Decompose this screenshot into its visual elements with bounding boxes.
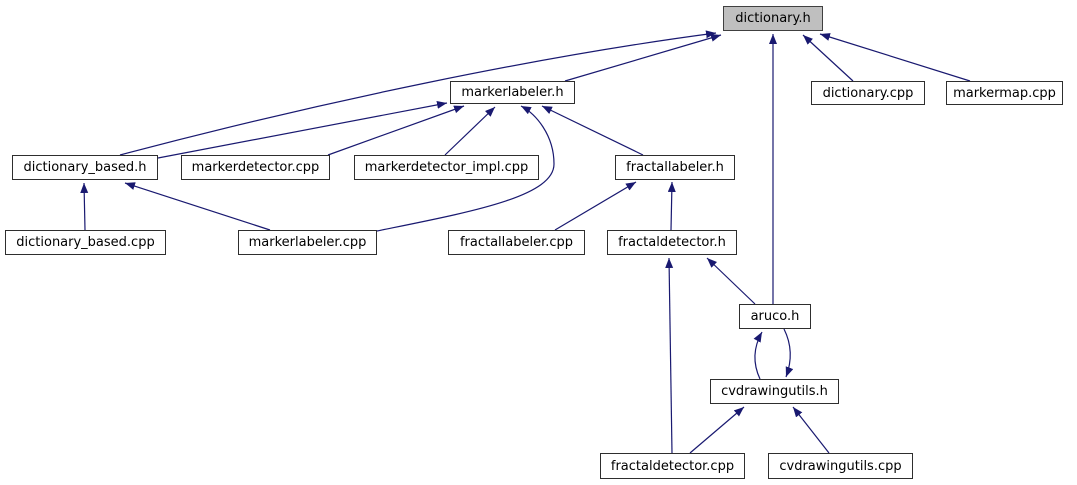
edge-fractallabeler-h-to-markerlabeler-h bbox=[541, 105, 644, 156]
edge-aruco-h-to-fractaldetector-h bbox=[706, 257, 756, 305]
edge-fractaldetector-cpp-to-cvdrawingutils-h bbox=[689, 406, 745, 454]
node-dictionary-h[interactable]: dictionary.h bbox=[723, 6, 823, 31]
node-cvdrawingutils-h[interactable]: cvdrawingutils.h bbox=[710, 379, 839, 404]
node-markerlabeler-h[interactable]: markerlabeler.h bbox=[450, 81, 575, 104]
edge-markermap-cpp-to-dictionary-h bbox=[819, 33, 971, 82]
node-dictionary-based-cpp[interactable]: dictionary_based.cpp bbox=[5, 230, 166, 255]
node-fractaldetector-cpp[interactable]: fractaldetector.cpp bbox=[600, 453, 745, 479]
edge-markerdetector-impl-cpp-to-markerlabeler-h bbox=[444, 106, 496, 156]
node-dictionary-cpp[interactable]: dictionary.cpp bbox=[811, 81, 925, 105]
edge-dictionary-cpp-to-dictionary-h bbox=[802, 34, 854, 82]
edge-fractaldetector-cpp-to-fractaldetector-h bbox=[665, 257, 674, 454]
edge-aruco-h-to-cvdrawingutils-h bbox=[783, 328, 794, 378]
node-aruco-h[interactable]: aruco.h bbox=[739, 304, 811, 329]
node-markermap-cpp[interactable]: markermap.cpp bbox=[946, 81, 1063, 105]
edge-dictionary-based-h-to-markerlabeler-h bbox=[157, 100, 448, 159]
edge-markerdetector-cpp-to-markerlabeler-h bbox=[327, 105, 465, 156]
node-markerlabeler-cpp[interactable]: markerlabeler.cpp bbox=[238, 230, 377, 255]
edge-cvdrawingutils-cpp-to-cvdrawingutils-h bbox=[792, 406, 830, 454]
node-fractaldetector-h[interactable]: fractaldetector.h bbox=[607, 230, 737, 255]
node-cvdrawingutils-cpp[interactable]: cvdrawingutils.cpp bbox=[768, 453, 913, 479]
edge-cvdrawingutils-h-to-aruco-h bbox=[753, 331, 763, 380]
edge-fractallabeler-cpp-to-fractallabeler-h bbox=[554, 181, 637, 231]
edge-markerlabeler-cpp-to-dictionary-based-h bbox=[124, 182, 271, 231]
node-fractallabeler-h[interactable]: fractallabeler.h bbox=[615, 155, 735, 180]
node-dictionary-based-h[interactable]: dictionary_based.h bbox=[12, 155, 158, 180]
node-markerdetector-impl-cpp[interactable]: markerdetector_impl.cpp bbox=[354, 155, 539, 180]
edge-dictionary-based-cpp-to-dictionary-based-h bbox=[80, 182, 89, 231]
edge-markerlabeler-cpp-to-markerlabeler-h bbox=[376, 105, 555, 232]
edge-dictionary-based-h-to-dictionary-h bbox=[119, 30, 717, 156]
edge-markerlabeler-h-to-dictionary-h bbox=[564, 33, 722, 82]
node-markerdetector-cpp[interactable]: markerdetector.cpp bbox=[181, 155, 330, 180]
node-fractallabeler-cpp[interactable]: fractallabeler.cpp bbox=[448, 230, 585, 255]
edge-fractaldetector-h-to-fractallabeler-h bbox=[667, 181, 676, 231]
